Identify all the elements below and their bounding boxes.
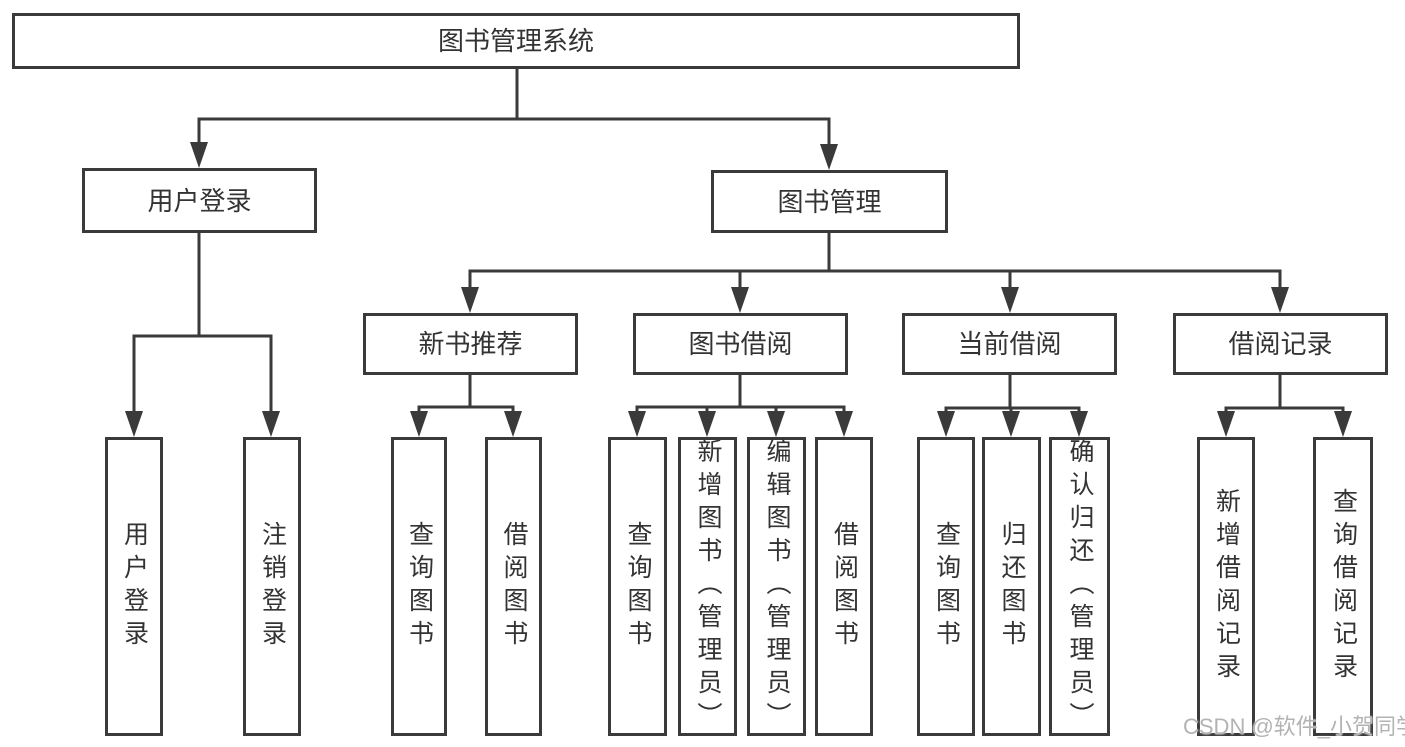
leaf-br-add-record: 新增借阅记录 — [1197, 437, 1255, 736]
node-book-borrowing-label: 图书借阅 — [688, 329, 793, 359]
leaf-logout: 注销登录 — [243, 437, 301, 736]
node-root-label: 图书管理系统 — [437, 26, 594, 56]
node-book-management-label: 图书管理 — [777, 186, 882, 217]
node-book-management: 图书管理 — [711, 170, 948, 233]
node-root: 图书管理系统 — [12, 13, 1020, 69]
node-current-borrowing: 当前借阅 — [902, 313, 1117, 375]
leaf-bb-borrow-books-label: 借阅图书 — [830, 520, 859, 653]
leaf-bb-edit-books-admin-label: 编辑图书（管理员） — [763, 438, 791, 735]
csdn-watermark: CSDN @软件_小贺同学 — [1183, 714, 1405, 739]
leaf-br-add-record-label: 新增借阅记录 — [1212, 487, 1241, 686]
leaf-cb-confirm-return-admin: 确认归还（管理员） — [1049, 437, 1110, 736]
node-user-login: 用户登录 — [82, 168, 317, 233]
leaf-rec-query-books-label: 查询图书 — [405, 520, 434, 653]
node-current-borrowing-label: 当前借阅 — [957, 329, 1062, 359]
node-new-book-recommend: 新书推荐 — [363, 313, 578, 375]
node-book-borrowing: 图书借阅 — [633, 313, 848, 375]
leaf-user-login-label: 用户登录 — [120, 520, 149, 653]
leaf-cb-query-books-label: 查询图书 — [932, 520, 961, 653]
leaf-cb-return-books-label: 归还图书 — [998, 520, 1026, 653]
node-borrowing-records: 借阅记录 — [1173, 313, 1388, 375]
leaf-user-login: 用户登录 — [105, 437, 163, 736]
node-user-login-label: 用户登录 — [147, 185, 252, 216]
leaf-logout-label: 注销登录 — [258, 520, 287, 653]
leaf-cb-return-books: 归还图书 — [982, 437, 1041, 736]
leaf-cb-query-books: 查询图书 — [917, 437, 975, 736]
node-borrowing-records-label: 借阅记录 — [1228, 329, 1333, 359]
leaf-bb-query-books-label: 查询图书 — [624, 520, 652, 653]
leaf-bb-add-books-admin-label: 新增图书（管理员） — [694, 438, 722, 735]
leaf-rec-borrow-books: 借阅图书 — [485, 437, 542, 736]
leaf-br-query-record: 查询借阅记录 — [1313, 437, 1373, 736]
leaf-br-query-record-label: 查询借阅记录 — [1329, 487, 1358, 686]
leaf-cb-confirm-return-admin-label: 确认归还（管理员） — [1066, 438, 1094, 735]
node-new-book-recommend-label: 新书推荐 — [418, 329, 523, 359]
leaf-bb-borrow-books: 借阅图书 — [815, 437, 873, 736]
leaf-bb-query-books: 查询图书 — [608, 437, 667, 736]
leaf-bb-edit-books-admin: 编辑图书（管理员） — [747, 437, 806, 736]
leaf-rec-query-books: 查询图书 — [391, 437, 447, 736]
leaf-bb-add-books-admin: 新增图书（管理员） — [678, 437, 737, 736]
leaf-rec-borrow-books-label: 借阅图书 — [500, 520, 528, 653]
